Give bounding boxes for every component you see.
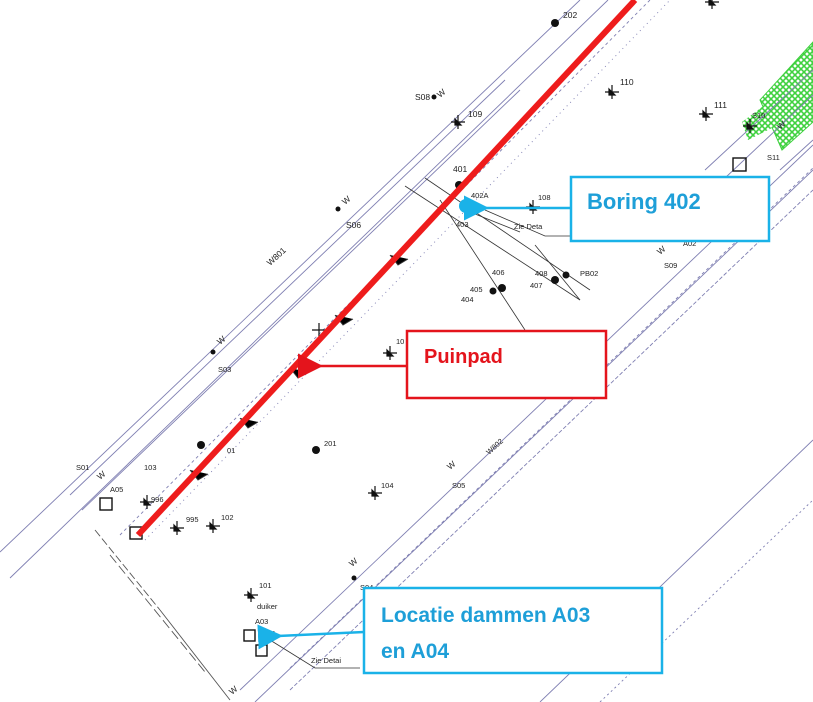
svg-text:S11: S11 xyxy=(767,153,780,162)
svg-text:S10: S10 xyxy=(752,111,765,120)
svg-text:407: 407 xyxy=(530,281,543,290)
ditch-lines xyxy=(94,529,231,701)
svg-text:101: 101 xyxy=(259,581,272,590)
svg-text:405: 405 xyxy=(470,285,483,294)
svg-text:01: 01 xyxy=(227,446,235,455)
svg-text:A05: A05 xyxy=(110,485,123,494)
svg-text:408: 408 xyxy=(535,269,548,278)
svg-text:201: 201 xyxy=(324,439,337,448)
svg-text:W: W xyxy=(227,684,240,697)
svg-text:A02: A02 xyxy=(683,239,696,248)
svg-text:104: 104 xyxy=(381,481,394,490)
svg-text:111: 111 xyxy=(714,100,727,110)
callout-locatie-line1: Locatie dammen A03 xyxy=(381,604,590,627)
svg-text:W: W xyxy=(340,194,353,207)
svg-text:110: 110 xyxy=(620,77,634,87)
svg-text:109: 109 xyxy=(468,109,482,119)
callout-locatie-line2: en A04 xyxy=(381,640,449,663)
svg-text:108: 108 xyxy=(538,193,551,202)
vegetation-area xyxy=(742,41,813,151)
svg-text:402A: 402A xyxy=(471,191,489,200)
svg-text:W: W xyxy=(435,87,448,100)
svg-text:duiker: duiker xyxy=(257,602,278,611)
svg-text:A04: A04 xyxy=(262,629,275,638)
svg-text:S06: S06 xyxy=(346,220,361,230)
svg-text:10: 10 xyxy=(396,337,404,346)
svg-text:W: W xyxy=(95,469,108,482)
svg-text:103: 103 xyxy=(144,463,157,472)
svg-text:102: 102 xyxy=(221,513,234,522)
callout-puinpad: Puinpad xyxy=(298,329,608,400)
svg-text:S08: S08 xyxy=(415,92,430,102)
boring-points xyxy=(197,19,570,581)
svg-text:S03: S03 xyxy=(218,365,231,374)
svg-text:PB02: PB02 xyxy=(580,269,598,278)
boring-402-marker xyxy=(459,199,473,213)
svg-text:W802: W802 xyxy=(484,437,505,457)
svg-text:W: W xyxy=(655,244,668,257)
svg-text:403: 403 xyxy=(456,220,469,229)
measurement-points xyxy=(140,0,757,602)
svg-text:S09: S09 xyxy=(664,261,677,270)
map-labels: 202 110 111 S08 109 S06 W801 401 402A 40… xyxy=(76,10,780,665)
svg-text:A03: A03 xyxy=(255,617,268,626)
svg-text:Zie Deta: Zie Deta xyxy=(514,222,543,231)
svg-text:W: W xyxy=(347,556,360,569)
svg-text:S05: S05 xyxy=(452,481,465,490)
svg-text:996: 996 xyxy=(151,495,164,504)
callout-boring-label: Boring 402 xyxy=(587,189,701,214)
svg-text:401: 401 xyxy=(453,164,467,174)
svg-text:404: 404 xyxy=(461,295,474,304)
svg-text:S01: S01 xyxy=(76,463,89,472)
svg-text:W801: W801 xyxy=(265,245,288,267)
svg-text:406: 406 xyxy=(492,268,505,277)
svg-text:W: W xyxy=(445,459,458,472)
svg-text:202: 202 xyxy=(563,10,577,20)
svg-text:W: W xyxy=(215,334,228,347)
callout-puinpad-label: Puinpad xyxy=(424,346,503,368)
callout-locatie-dammen: Locatie dammen A03 en A04 xyxy=(257,586,664,675)
callout-boring-402: Boring 402 xyxy=(464,175,771,243)
puinpad-line xyxy=(135,0,638,538)
svg-text:995: 995 xyxy=(186,515,199,524)
svg-text:Zie Detai: Zie Detai xyxy=(311,656,341,665)
